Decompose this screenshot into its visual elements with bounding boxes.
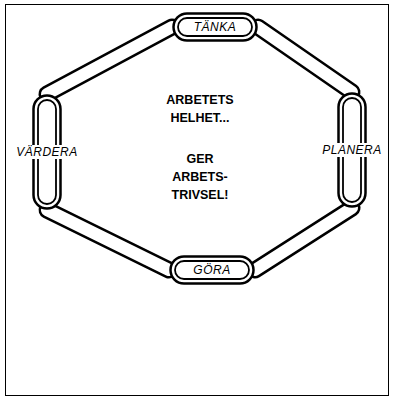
link-outer	[255, 208, 352, 270]
frame-border	[6, 5, 389, 396]
link-hole	[258, 27, 352, 92]
link-label: PLANERA	[319, 143, 385, 157]
chain-link-connector	[255, 208, 352, 270]
link-label: TÄNKA	[191, 20, 240, 34]
link-outer	[171, 257, 254, 284]
slogan-text: GER ARBETS- TRIVSEL!	[172, 150, 229, 204]
link-outer	[47, 27, 172, 94]
chain-link: TÄNKA	[172, 12, 258, 42]
link-label: GÖRA	[190, 263, 233, 277]
chain-link: PLANERA	[314, 92, 390, 208]
link-hole	[47, 27, 172, 94]
link-hole	[255, 208, 352, 270]
chain-link-connector	[258, 27, 352, 92]
link-outer	[47, 210, 169, 270]
link-outer	[174, 14, 257, 41]
chain-link: GÖRA	[169, 255, 255, 285]
chain-link-connector	[47, 210, 169, 270]
chain-link-connector	[47, 27, 172, 94]
link-inner	[178, 18, 252, 36]
slogan-text: ARBETETS HELHET...	[166, 91, 233, 127]
link-label: VÄRDERA	[13, 145, 81, 159]
link-outer	[258, 27, 352, 92]
chain-link: VÄRDERA	[8, 94, 86, 210]
link-inner	[175, 261, 249, 279]
link-hole	[47, 210, 169, 270]
